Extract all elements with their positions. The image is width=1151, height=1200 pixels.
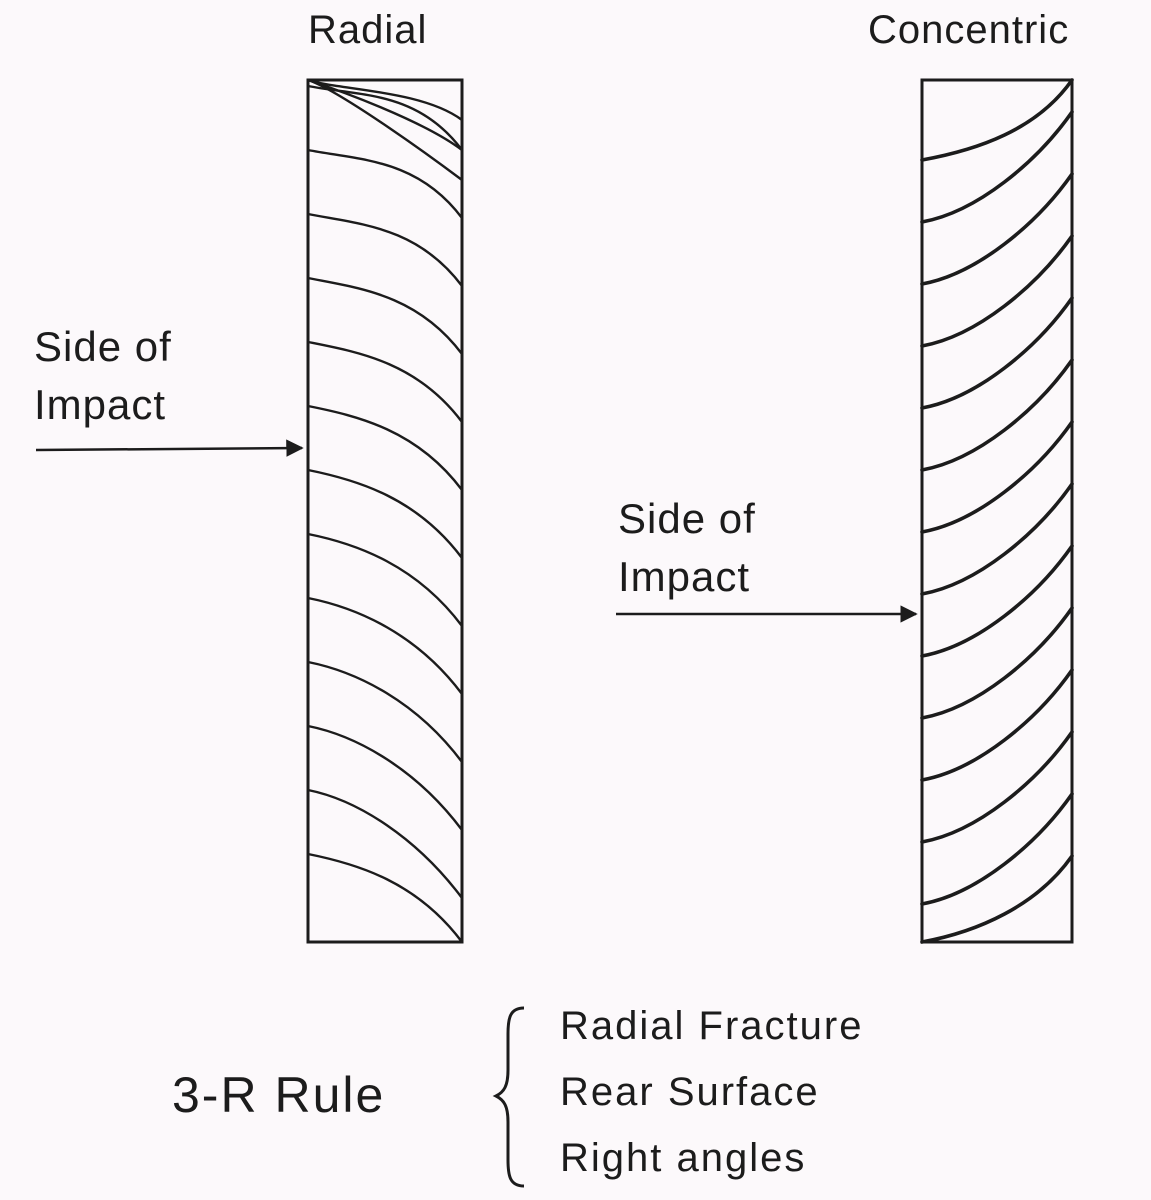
concentric-stress-line: [920, 420, 1074, 534]
rule-item-rear-surface: Rear Surface: [560, 1070, 820, 1114]
radial-stress-line: [306, 84, 464, 152]
radial-stress-line: [306, 660, 464, 764]
concentric-stress-line: [920, 110, 1074, 224]
radial-stress-line: [306, 212, 464, 288]
radial-stress-line: [306, 276, 464, 356]
rule-item-radial-fracture: Radial Fracture: [560, 1004, 864, 1048]
concentric-stress-line: [920, 358, 1074, 472]
radial-side-line2: Impact: [34, 381, 167, 428]
radial-fracture-lines: [306, 78, 464, 944]
radial-stress-line: [306, 788, 464, 900]
radial-stress-line: [306, 404, 464, 492]
radial-stress-line: [306, 532, 464, 628]
radial-stress-line: [306, 724, 464, 832]
concentric-stress-line: [920, 606, 1074, 720]
concentric-stress-line: [920, 78, 1074, 162]
radial-stress-line: [306, 596, 464, 696]
concentric-stress-line: [920, 172, 1074, 286]
rule-brace: [492, 1006, 525, 1188]
concentric-glass-edge: [920, 78, 1074, 944]
concentric-stress-line: [920, 854, 1074, 944]
concentric-side-line2: Impact: [618, 553, 751, 600]
concentric-side-line1: Side of: [618, 495, 756, 542]
radial-side-label: Side of Impact: [34, 318, 172, 434]
concentric-stress-line: [920, 482, 1074, 596]
radial-stress-line: [306, 340, 464, 424]
radial-stress-line: [306, 468, 464, 560]
concentric-stress-line: [920, 234, 1074, 348]
radial-side-line1: Side of: [34, 323, 172, 370]
radial-panel: [306, 78, 464, 944]
concentric-stress-line: [920, 730, 1074, 844]
concentric-side-label: Side of Impact: [618, 490, 756, 606]
radial-impact-arrow: [35, 439, 304, 457]
concentric-stress-line: [920, 792, 1074, 906]
concentric-panel: [920, 78, 1074, 944]
radial-title: Radial: [308, 8, 428, 52]
concentric-stress-line: [920, 544, 1074, 658]
rule-item-right-angles: Right angles: [560, 1136, 807, 1180]
concentric-fracture-lines: [920, 78, 1074, 944]
radial-stress-line: [306, 78, 464, 182]
concentric-stress-line: [920, 296, 1074, 410]
radial-glass-edge: [306, 78, 464, 944]
concentric-title: Concentric: [868, 8, 1070, 52]
radial-stress-line: [306, 148, 464, 220]
rule-name: 3-R Rule: [172, 1067, 386, 1123]
radial-stress-line: [306, 852, 464, 944]
concentric-stress-line: [920, 668, 1074, 782]
